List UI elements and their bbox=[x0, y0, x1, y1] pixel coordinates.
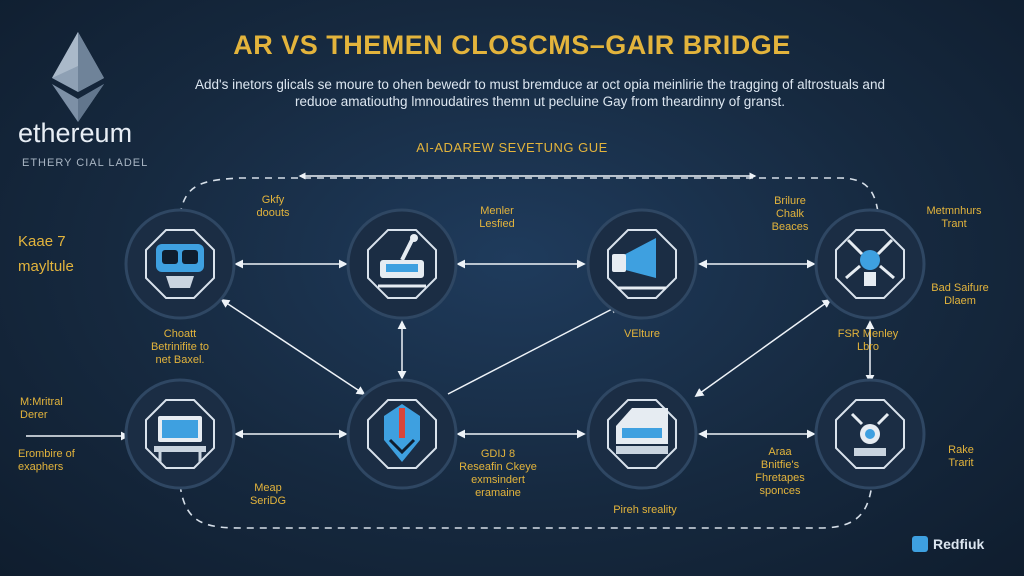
n5-bottom-label: Meap SeriDG bbox=[240, 482, 296, 508]
n4-mid-line-1: Bad Saifure bbox=[931, 282, 989, 294]
n4-left-line-1: Brilure bbox=[774, 195, 806, 207]
n4-bottom-line-1: FSR Menley bbox=[837, 328, 899, 340]
brand-badge: Redfiuk bbox=[912, 536, 984, 552]
n4-bottom-line-2: Lbro bbox=[856, 341, 880, 353]
page-subtitle: Add's inetors glicals se moure to ohen b… bbox=[190, 76, 890, 110]
logo-tagline: ETHERY CIAL LADEL bbox=[22, 157, 149, 169]
n2-top-line-2: Lesfied bbox=[479, 218, 515, 230]
node-shield-chip bbox=[346, 378, 458, 490]
input-sub-label: Erombire of exaphers bbox=[18, 448, 75, 474]
node-workstation bbox=[124, 378, 236, 490]
logo-wordmark: ethereum bbox=[18, 118, 133, 148]
n7-bottom-label: Pireh sreality bbox=[600, 504, 690, 517]
n5-bottom-line-1: Meap bbox=[254, 482, 282, 494]
n6-right-line-2: Reseafin Ckeye bbox=[459, 461, 537, 473]
n1-top-line-2: doouts bbox=[256, 207, 290, 219]
n4-left-line-3: Beaces bbox=[771, 221, 809, 233]
brand-label: Redfiuk bbox=[933, 536, 985, 552]
dashed-loop-top bbox=[179, 177, 879, 216]
side-label: Kaae 7 mayltule bbox=[18, 229, 74, 279]
n6-right-line-1: GDIJ 8 bbox=[480, 448, 516, 460]
edge-n1-n6 bbox=[220, 299, 366, 395]
n1-bottom-line-1: Choatt bbox=[163, 328, 197, 340]
node-scanner bbox=[346, 208, 458, 320]
n1-top-label: Gkfy doouts bbox=[238, 194, 308, 220]
node-ar-headset bbox=[124, 208, 236, 320]
brand-square-icon bbox=[912, 536, 928, 552]
input-label-line-2: Derer bbox=[20, 409, 48, 421]
n8-right-line-1: Rake bbox=[948, 444, 974, 456]
n4-mid-label: Bad Saifure Dlaem bbox=[918, 282, 1002, 308]
node-microscope bbox=[814, 378, 926, 490]
n7-right-line-3: Fhretapes bbox=[755, 472, 805, 484]
node-projector bbox=[586, 208, 698, 320]
n3-bottom-line: VElture bbox=[623, 328, 661, 340]
n7-right-line-4: sponces bbox=[759, 485, 801, 497]
input-label-line-1: M:Mritral bbox=[20, 396, 63, 408]
n6-right-line-3: exmsindert bbox=[471, 474, 525, 486]
n4-right-line-1: Metmnhurs bbox=[926, 205, 982, 217]
n2-top-line-1: Menler bbox=[480, 205, 514, 217]
n7-bottom-line: Pireh sreality bbox=[613, 504, 677, 516]
n4-bottom-label: FSR Menley Lbro bbox=[824, 328, 912, 354]
page-title: AR VS THEMEN CLOSCMS–GAIR BRIDGE bbox=[233, 30, 791, 60]
edge-n6-n3 bbox=[447, 305, 620, 395]
subtitle-line-2: reduoe amatiouthg lmnoudatires themn ut … bbox=[294, 94, 786, 109]
n8-right-line-2: Trarit bbox=[948, 457, 974, 469]
robot-arm-icon bbox=[845, 238, 895, 286]
n1-bottom-line-2: Betrinifite to bbox=[150, 341, 210, 353]
n4-mid-line-2: Dlaem bbox=[944, 295, 976, 307]
n1-bottom-line-3: net Baxel. bbox=[155, 354, 205, 366]
n1-top-line-1: Gkfy bbox=[261, 194, 285, 206]
node-robot-arm bbox=[814, 208, 926, 320]
shield-chip-icon bbox=[384, 404, 420, 462]
n8-right-label: Rake Trarit bbox=[936, 444, 986, 470]
n7-right-label: Araa Bnitfie's Fhretapes sponces bbox=[740, 446, 820, 498]
printer-machine-icon bbox=[616, 408, 668, 454]
n4-left-line-2: Chalk bbox=[775, 208, 805, 220]
edge-n7-n4 bbox=[694, 298, 832, 398]
input-sub-line-1: Erombire of bbox=[18, 448, 75, 460]
scanner-device-icon bbox=[378, 234, 426, 288]
n3-bottom-label: VElture bbox=[610, 328, 674, 341]
n4-right-label: Metmnhurs Trant bbox=[912, 205, 996, 231]
dashed-loop-bottom bbox=[179, 484, 873, 529]
n7-right-line-1: Araa bbox=[768, 446, 792, 458]
subtitle-line-1: Add's inetors glicals se moure to ohen b… bbox=[195, 77, 885, 92]
n6-right-line-4: eramaine bbox=[475, 487, 521, 499]
input-label: M:Mritral Derer bbox=[20, 396, 63, 422]
side-label-line-1: Kaae 7 bbox=[18, 233, 66, 250]
projector-icon bbox=[612, 238, 666, 290]
section-label: AI-ADAREW SEVETUNG GUE bbox=[416, 140, 608, 155]
n4-left-label: Brilure Chalk Beaces bbox=[758, 195, 822, 234]
node-printer bbox=[586, 378, 698, 490]
lab-microscope-icon bbox=[850, 412, 890, 456]
side-label-line-2: mayltule bbox=[18, 258, 74, 275]
n7-right-line-2: Bnitfie's bbox=[760, 459, 800, 471]
input-sub-line-2: exaphers bbox=[18, 461, 64, 473]
ar-headset-icon bbox=[156, 244, 204, 288]
ethereum-logo-icon bbox=[52, 32, 104, 122]
n1-bottom-label: Choatt Betrinifite to net Baxel. bbox=[130, 328, 230, 367]
n2-top-label: Menler Lesfied bbox=[462, 205, 532, 231]
n5-bottom-line-2: SeriDG bbox=[249, 495, 287, 507]
workstation-icon bbox=[154, 416, 206, 462]
n4-right-line-2: Trant bbox=[941, 218, 967, 230]
n6-right-label: GDIJ 8 Reseafin Ckeye exmsindert eramain… bbox=[450, 448, 546, 500]
